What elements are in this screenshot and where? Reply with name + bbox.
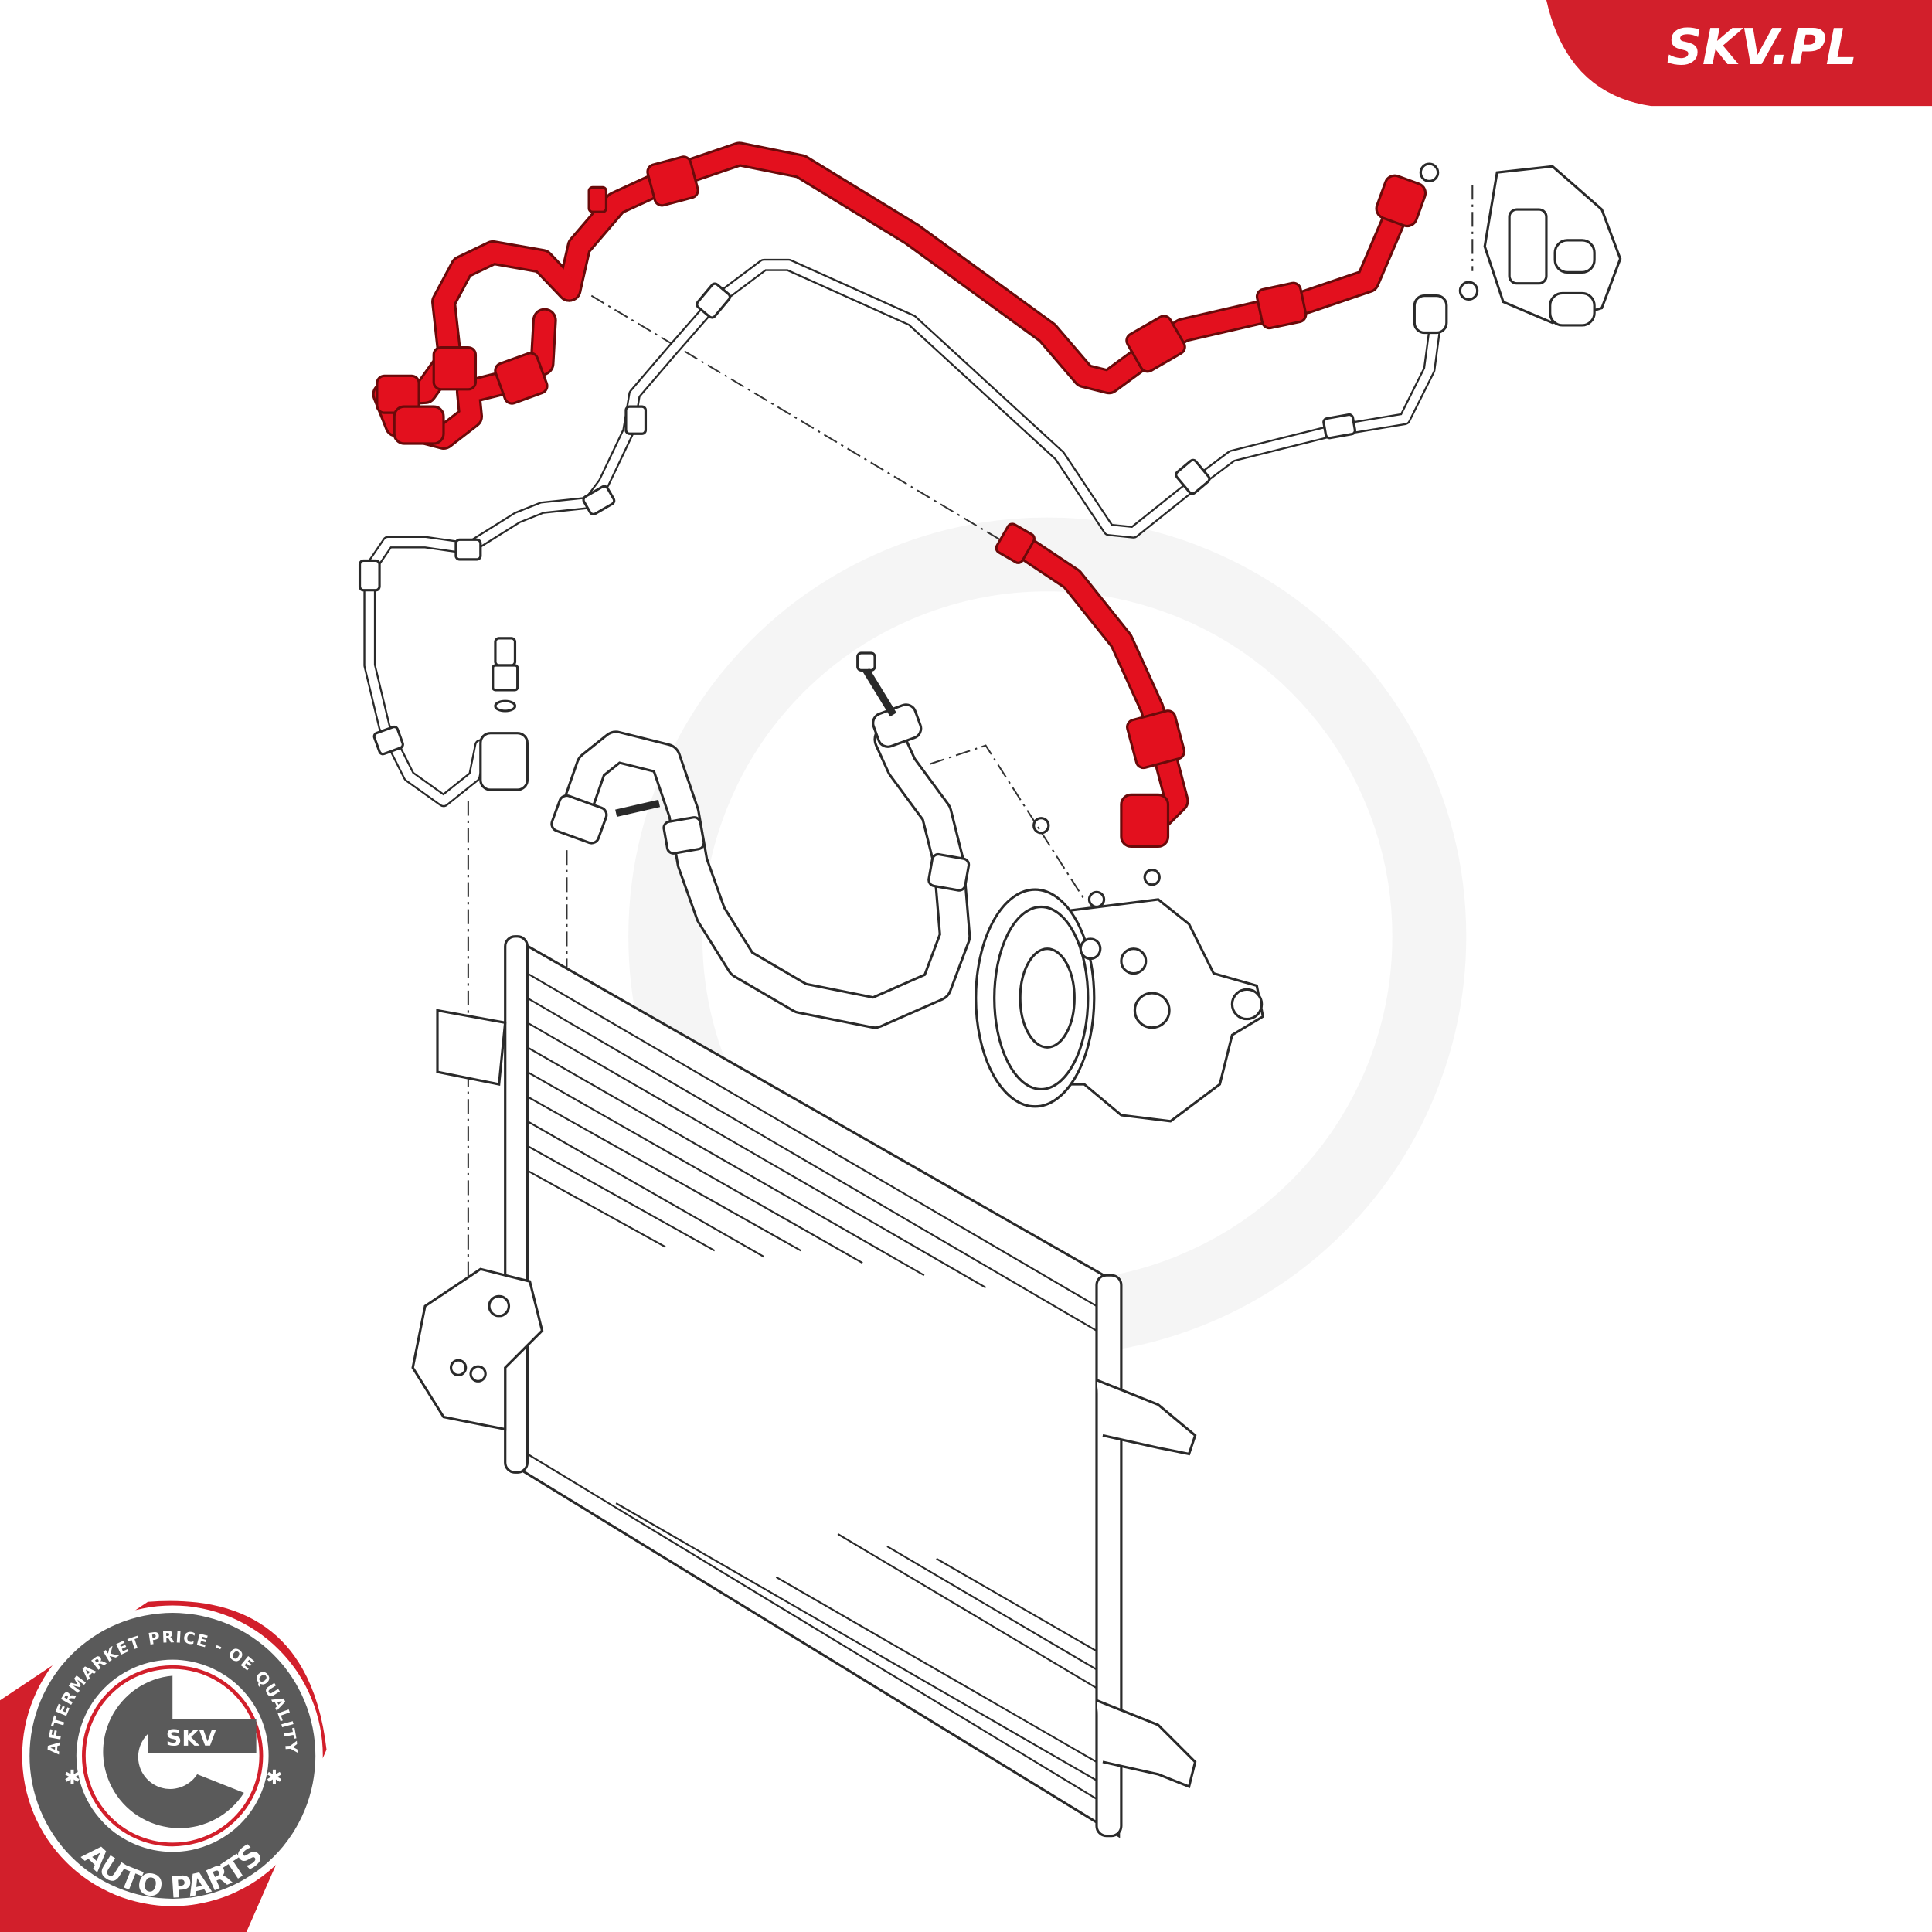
ac-hose-highlighted — [372, 141, 1427, 848]
svg-text:✱: ✱ — [266, 1767, 282, 1790]
expansion-valve — [1419, 162, 1622, 327]
gear-logo-icon — [103, 1675, 257, 1828]
svg-text:✱: ✱ — [64, 1767, 80, 1790]
condenser — [411, 935, 1197, 1838]
skv-auto-parts-seal: AFTERMARKET PRICE - OE QUALITY AUTO PART… — [0, 1600, 327, 1932]
seal-center-text: SKV — [166, 1725, 217, 1751]
pressure-switch — [492, 637, 519, 713]
bolt — [615, 651, 897, 817]
brand-badge: SKV.PL — [1546, 0, 1932, 107]
brand-badge-text: SKV.PL — [1667, 19, 1857, 77]
compressor — [975, 817, 1265, 1123]
ac-pipe — [358, 258, 1448, 1029]
